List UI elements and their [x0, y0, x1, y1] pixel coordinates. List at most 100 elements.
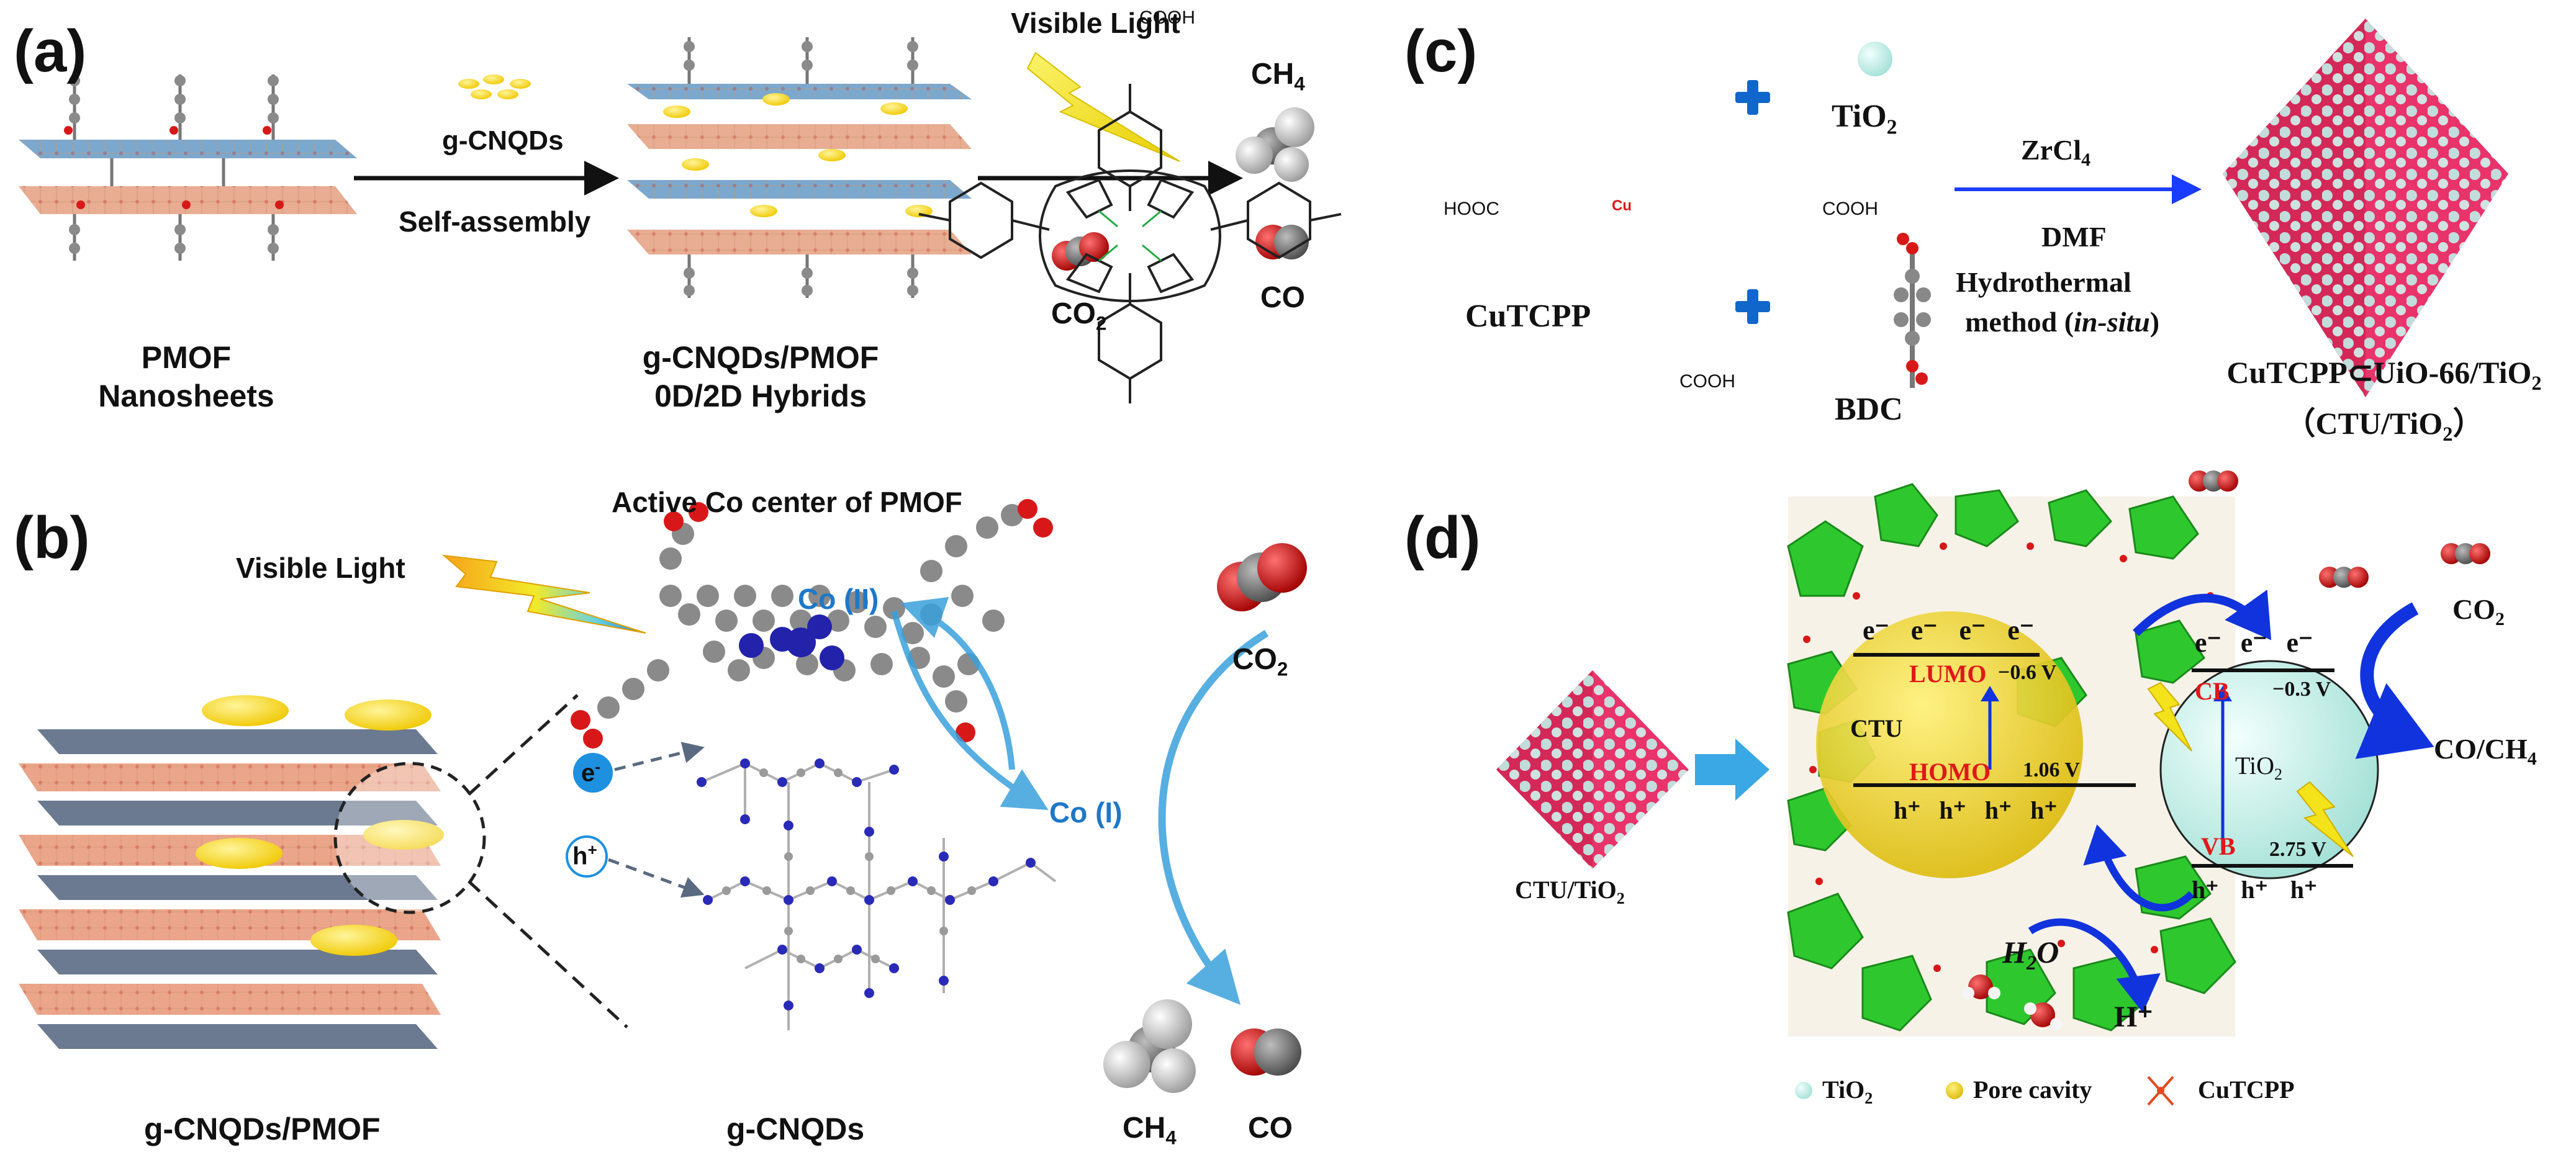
- hybrid-stack: [627, 37, 972, 298]
- ctu-tio2-octahedron: [2223, 19, 2508, 397]
- homo-h3: h⁺: [1984, 796, 2012, 824]
- coch4-sub: 4: [2527, 749, 2537, 770]
- panel-c-artwork: [918, 19, 2508, 403]
- hole-transfer-arrow: [2083, 824, 2195, 912]
- zrcl4-label: ZrCl4: [2021, 133, 2090, 171]
- tio2-inner-sub: 2: [2274, 765, 2283, 783]
- legend-tio2-base: TiO: [1822, 1076, 1865, 1104]
- co2-sub: 2: [1096, 312, 1107, 335]
- lumo-e4: e⁻: [2007, 615, 2035, 645]
- vb-label: VB: [2201, 832, 2236, 860]
- homo-h2: h⁺: [1939, 796, 1966, 824]
- pmof-caption-line2: Nanosheets: [98, 379, 274, 413]
- cu-label: Cu: [1612, 197, 1632, 214]
- bdc-label: BDC: [1835, 392, 1903, 427]
- ctu-tio2-small-base: CTU/TiO: [1515, 876, 1617, 904]
- product-line1-sub: 2: [2531, 372, 2542, 395]
- co2-label-d: CO2: [2452, 593, 2505, 630]
- legend-tio2-swatch: [1795, 1082, 1812, 1099]
- product-line1: CuTCPP⊂UiO-66/TiO2: [2201, 353, 2567, 403]
- tio2-c-sub: 2: [1886, 115, 1897, 139]
- panel-a-artwork: [19, 37, 1314, 298]
- visible-light-label-a: Visible Light: [1011, 7, 1180, 39]
- plus-icon-bottom: [1735, 289, 1770, 324]
- co2-molecule-small-1: [2189, 470, 2238, 492]
- water-oxidation-arrow: [2028, 918, 2161, 1013]
- hole-label: h+: [572, 840, 597, 870]
- product-line1-text: CuTCPP⊂UiO-66/TiO: [2226, 355, 2532, 390]
- h2o-molecule-icon: [1962, 974, 2063, 1030]
- magnifier-circle: [333, 762, 486, 914]
- cb-e3: e⁻: [2286, 627, 2313, 658]
- co2-molecule-small-3: [2441, 543, 2490, 564]
- visible-light-rainbow-bolt-icon: [441, 554, 646, 634]
- co2-label-a: CO2: [1051, 297, 1106, 335]
- pmof-linker-pillars: [73, 74, 275, 261]
- hole-sup: +: [587, 840, 597, 859]
- cutcpp-label: CuTCPP: [1465, 299, 1591, 334]
- legend-pore-label: Pore cavity: [1973, 1076, 2092, 1104]
- co2-reduction-arc-arrow: [1158, 629, 1269, 1005]
- co2-molecule-icon-b: [1217, 543, 1307, 611]
- legend-tio2-label: TiO2: [1822, 1075, 1873, 1108]
- ch4-molecule-icon-b: [1103, 999, 1196, 1093]
- cb-label: CB: [2195, 677, 2230, 705]
- zrcl4-sub: 4: [2081, 150, 2091, 171]
- co-label-a: CO: [1260, 281, 1305, 314]
- cb-voltage: −0.3 V: [2272, 678, 2331, 701]
- co2-label-b: CO2: [1232, 642, 1288, 681]
- plus-icon-top: [1735, 80, 1770, 115]
- energy-levels: [1853, 653, 2353, 868]
- vb-h2: h⁺: [2241, 876, 2268, 904]
- ch4-molecule-icon: [1236, 107, 1314, 182]
- homo-h1: h⁺: [1894, 796, 1921, 824]
- electron-sup: -: [595, 757, 600, 776]
- homo-voltage: 1.06 V: [2023, 758, 2080, 781]
- panel-d-artwork: [1496, 470, 2490, 1106]
- co-molecule-icon: [1255, 225, 1309, 259]
- ch4-label-b: CH4: [1123, 1111, 1177, 1149]
- legend-cutcpp-label: CuTCPP: [2198, 1076, 2295, 1104]
- legend-tio2-sub: 2: [1864, 1089, 1873, 1107]
- electron-transfer-arrow: [2133, 590, 2272, 641]
- cooh-top-label: COOH: [1139, 7, 1195, 28]
- lumo-e1: e⁻: [1863, 615, 1889, 645]
- ctu-tio2-small-label: CTU/TiO2: [1515, 875, 1625, 908]
- hole-circle-icon: [566, 835, 608, 878]
- cb-e2: e⁻: [2240, 627, 2267, 658]
- tio2-c-base: TiO: [1832, 99, 1887, 134]
- product-line2-sub: 2: [2443, 423, 2453, 446]
- method-label: method (in-situ): [1965, 305, 2159, 338]
- hydrothermal-label: Hydrothermal: [1956, 266, 2131, 298]
- coch4-label: CO/CH4: [2434, 732, 2537, 770]
- g-cnqds-pmof-caption: g-CNQDs/PMOF: [144, 1112, 381, 1146]
- ctu-label: CTU: [1850, 714, 1903, 742]
- g-cnqds-label: g-CNQDs: [442, 125, 564, 156]
- tio2-sphere-icon: [1858, 42, 1892, 76]
- co2-d-sub: 2: [2495, 609, 2505, 630]
- ch4-b-base: CH: [1123, 1112, 1166, 1145]
- visible-light-bolt-icon-d: [2147, 681, 2192, 752]
- vb-voltage: 2.75 V: [2269, 838, 2326, 861]
- method-em: in-situ: [2074, 306, 2150, 338]
- pore-cavity-sphere: [1816, 611, 2083, 878]
- co-molecule-icon-b: [1231, 1028, 1301, 1076]
- bdc-molecule-icon: [1894, 233, 1931, 388]
- g-cnqds-caption: g-CNQDs: [726, 1112, 865, 1146]
- pmof-caption-line1: PMOF: [141, 340, 232, 375]
- vb-holes: h⁺ h⁺ h⁺: [2192, 875, 2317, 904]
- homo-label: HOMO: [1909, 758, 1991, 786]
- vb-h1: h⁺: [2192, 876, 2219, 904]
- co2-base: CO: [1051, 297, 1096, 330]
- active-co-center-title: Active Co center of PMOF: [612, 486, 962, 518]
- co-i-label: Co (I): [1049, 796, 1123, 829]
- ctu-tio2-small-octahedron: [1496, 670, 1689, 869]
- panel-a-letter: (a): [14, 18, 87, 84]
- lumo-e3: e⁻: [1959, 615, 1986, 645]
- homo-h4: h⁺: [2030, 796, 2058, 824]
- ctu-tio2-small-sub: 2: [1616, 889, 1625, 907]
- tio2-inner-label: TiO2: [2235, 751, 2282, 784]
- hplus-label: H⁺: [2114, 1001, 2153, 1033]
- co2-to-coch4-arrow: [2355, 602, 2434, 759]
